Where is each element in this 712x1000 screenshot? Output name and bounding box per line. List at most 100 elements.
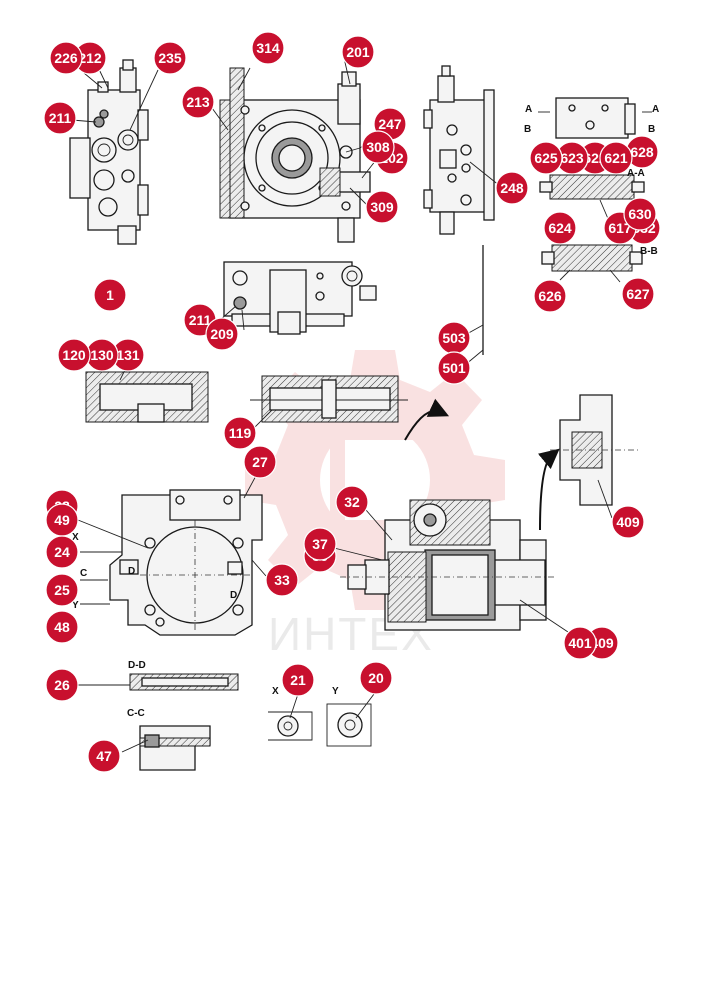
view-pump-flange (219, 67, 371, 243)
svg-text:211: 211 (189, 312, 212, 328)
svg-text:120: 120 (62, 347, 86, 363)
svg-text:226: 226 (54, 50, 78, 66)
svg-text:630: 630 (628, 206, 652, 222)
callout-630[interactable]: 630 (623, 197, 657, 231)
label-d-right: D (230, 590, 237, 601)
svg-text:130: 130 (90, 347, 114, 363)
callout-37[interactable]: 37 (303, 527, 337, 561)
assembly-arrow-up (404, 398, 450, 441)
svg-text:623: 623 (560, 150, 584, 166)
section-labels: A A B B A-A B-B D-D C-C X Y X Y C D D (72, 104, 659, 719)
callout-201[interactable]: 201 (341, 35, 375, 69)
view-front-block (223, 261, 377, 335)
svg-text:409: 409 (590, 635, 614, 651)
svg-text:503: 503 (442, 330, 466, 346)
callout-308[interactable]: 308 (361, 130, 395, 164)
callout-401[interactable]: 401 (563, 626, 597, 660)
svg-text:314: 314 (256, 40, 280, 56)
svg-text:211: 211 (49, 110, 72, 126)
label-view-x: X (272, 686, 279, 697)
svg-text:248: 248 (500, 180, 524, 196)
callout-33[interactable]: 33 (265, 563, 299, 597)
svg-text:625: 625 (534, 150, 558, 166)
callout-501[interactable]: 501 (437, 351, 471, 385)
view-spool-assembly (250, 375, 408, 423)
callout-24[interactable]: 24 (45, 535, 79, 569)
callout-627[interactable]: 627 (621, 277, 655, 311)
svg-text:501: 501 (442, 360, 466, 376)
label-section-aa: A-A (627, 168, 645, 179)
callout-1[interactable]: 1 (93, 278, 127, 312)
callout-213[interactable]: 213 (181, 85, 215, 119)
view-port-x (268, 711, 313, 741)
svg-text:235: 235 (158, 50, 182, 66)
svg-text:308: 308 (366, 139, 390, 155)
callout-49[interactable]: 49 (45, 503, 79, 537)
callout-26[interactable]: 26 (45, 668, 79, 702)
svg-text:27: 27 (252, 454, 268, 470)
svg-text:37: 37 (312, 536, 328, 552)
svg-text:628: 628 (630, 144, 654, 160)
svg-text:24: 24 (54, 544, 70, 560)
svg-text:26: 26 (54, 677, 70, 693)
callout-621[interactable]: 621 (599, 141, 633, 175)
svg-text:209: 209 (210, 326, 234, 342)
callout-27[interactable]: 27 (243, 445, 277, 479)
svg-text:25: 25 (54, 582, 70, 598)
callout-119[interactable]: 119 (223, 416, 257, 450)
callout-235[interactable]: 235 (153, 41, 187, 75)
callout-21[interactable]: 21 (281, 663, 315, 697)
svg-text:213: 213 (186, 94, 210, 110)
callout-211-top[interactable]: 211 (43, 101, 77, 135)
svg-text:626: 626 (538, 288, 562, 304)
callout-32[interactable]: 32 (335, 485, 369, 519)
callout-503[interactable]: 503 (437, 321, 471, 355)
label-section-cc: C-C (127, 708, 145, 719)
label-arrow-c: C (80, 568, 87, 579)
callout-130[interactable]: 130 (85, 338, 119, 372)
view-section-dd (78, 673, 239, 691)
callout-248[interactable]: 248 (495, 171, 529, 205)
svg-text:309: 309 (370, 199, 394, 215)
label-b-left: B (524, 124, 531, 135)
callout-20[interactable]: 20 (359, 661, 393, 695)
callout-625[interactable]: 625 (529, 141, 563, 175)
callout-309[interactable]: 309 (365, 190, 399, 224)
svg-text:20: 20 (368, 670, 384, 686)
callout-226[interactable]: 226 (49, 41, 83, 75)
callout-409-top[interactable]: 409 (611, 505, 645, 539)
view-mounting-flange (550, 394, 640, 506)
callout-47[interactable]: 47 (87, 739, 121, 773)
label-b-right: B (648, 124, 655, 135)
svg-text:49: 49 (54, 512, 70, 528)
view-section-ab (538, 97, 652, 272)
callout-131[interactable]: 131 (111, 338, 145, 372)
callout-48[interactable]: 48 (45, 610, 79, 644)
view-regulator-side (69, 59, 149, 245)
svg-text:32: 32 (344, 494, 360, 510)
svg-text:624: 624 (548, 220, 572, 236)
view-control-block (423, 65, 495, 235)
svg-text:47: 47 (96, 748, 112, 764)
svg-text:621: 621 (604, 150, 628, 166)
svg-text:201: 201 (346, 44, 370, 60)
callout-209[interactable]: 209 (205, 317, 239, 351)
callout-314[interactable]: 314 (251, 31, 285, 65)
svg-text:48: 48 (54, 619, 70, 635)
view-section-cc (139, 725, 211, 771)
view-port-y (326, 703, 372, 747)
callout-badges: 212 226 235 211 314 213 201 202 247 308 … (43, 31, 661, 773)
view-servo-housing (85, 371, 209, 423)
callout-120[interactable]: 120 (57, 338, 91, 372)
label-a-top-right: A (652, 104, 659, 115)
svg-text:627: 627 (626, 286, 650, 302)
label-section-dd: D-D (128, 660, 146, 671)
assembly-arrow-right (537, 448, 560, 531)
svg-text:409: 409 (616, 514, 640, 530)
label-arrow-x: X (72, 532, 79, 543)
callout-624[interactable]: 624 (543, 211, 577, 245)
callout-626[interactable]: 626 (533, 279, 567, 313)
svg-text:401: 401 (568, 635, 592, 651)
callout-25[interactable]: 25 (45, 573, 79, 607)
